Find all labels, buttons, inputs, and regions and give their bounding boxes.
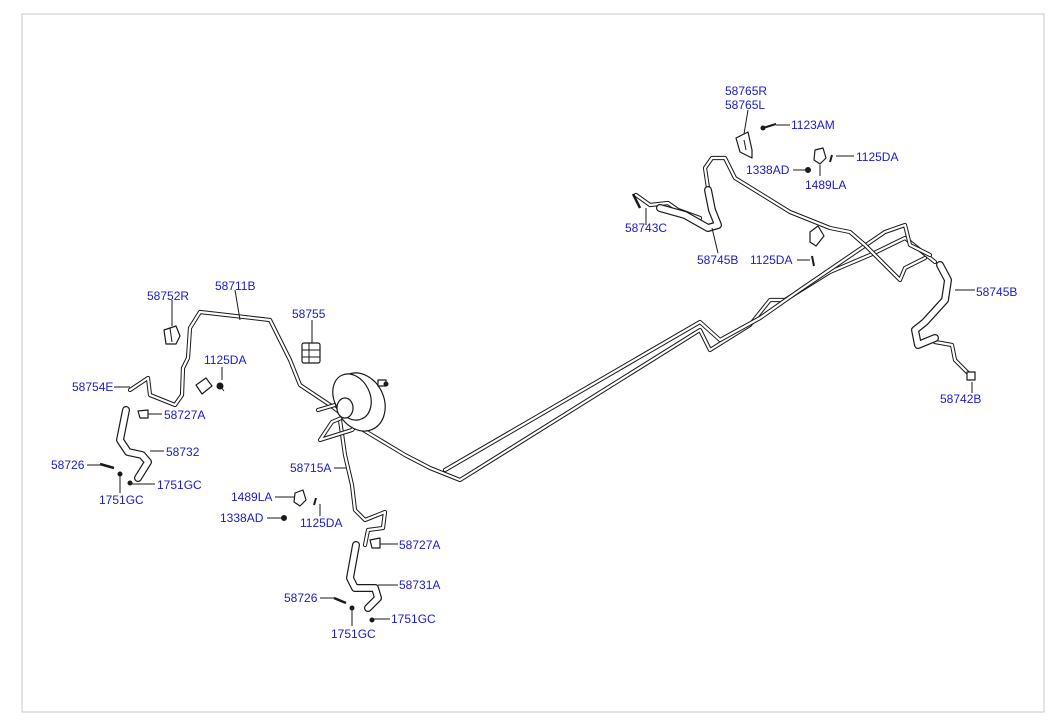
label-58715a: 58715A	[290, 461, 331, 475]
label-58765l: 58765L	[725, 98, 765, 112]
brake-pipes	[127, 155, 973, 548]
leader-lines	[87, 109, 975, 626]
components	[99, 123, 976, 623]
label-58727a-right: 58727A	[399, 538, 440, 552]
label-1338ad-bottom: 1338AD	[220, 511, 264, 525]
fitting-58742b	[966, 371, 976, 381]
main-brake-pipe	[352, 235, 938, 483]
label-1751gc-c: 1751GC	[391, 612, 436, 626]
label-58743c: 58743C	[625, 221, 667, 235]
clip-1489la-top	[805, 147, 833, 173]
label-1338ad-top: 1338AD	[746, 163, 790, 177]
brake-hoses	[116, 186, 952, 612]
label-1125da-left: 1125DA	[204, 353, 246, 367]
washer-1751gc-a	[117, 471, 123, 477]
washer-1751gc-b	[127, 480, 133, 486]
label-1123am: 1123AM	[791, 118, 835, 132]
label-58752r: 58752R	[147, 289, 189, 303]
label-58754e: 58754E	[72, 380, 113, 394]
fitting-58743c	[631, 193, 642, 209]
clip-58727a-left	[137, 409, 149, 419]
diagram-frame	[21, 13, 1045, 713]
label-1489la-bottom: 1489LA	[231, 490, 272, 504]
pipe-clip-58752r	[163, 325, 181, 345]
washer-1751gc-d	[369, 617, 375, 623]
clip-58727a-right	[369, 537, 381, 549]
label-58727a-left: 58727A	[164, 408, 205, 422]
label-1751gc-a: 1751GC	[157, 478, 202, 492]
label-58732: 58732	[166, 445, 200, 459]
clip-bracket-left	[195, 377, 225, 395]
label-58742b: 58742B	[940, 392, 981, 406]
clip-1489la-bottom	[281, 489, 317, 521]
part-labels: 58765R 58765L 1123AM 1338AD 1125DA 1489L…	[51, 84, 1017, 641]
label-58726-right: 58726	[284, 591, 318, 605]
label-1125da-top: 1125DA	[856, 150, 898, 164]
label-58745b-right: 58745B	[976, 285, 1017, 299]
brake-booster	[332, 372, 389, 432]
label-1125da-bottom: 1125DA	[300, 516, 342, 530]
label-58765r: 58765R	[725, 84, 767, 98]
bolt-1123am	[760, 123, 777, 131]
label-58726-left: 58726	[51, 458, 85, 472]
label-58745b-left: 58745B	[697, 253, 738, 267]
label-1751gc-d: 1751GC	[331, 627, 376, 641]
label-58711b: 58711B	[215, 279, 255, 293]
proportioning-valve	[301, 342, 321, 364]
label-1125da-mid: 1125DA	[750, 253, 792, 267]
washer-1751gc-c	[349, 605, 355, 611]
bracket-58765	[735, 131, 753, 159]
label-58731a: 58731A	[399, 578, 440, 592]
bolt-58726-right	[333, 596, 347, 605]
label-1751gc-b: 1751GC	[99, 493, 144, 507]
bolt-58726-left	[99, 462, 115, 470]
clip-1125da-mid	[809, 225, 825, 267]
label-58755: 58755	[292, 307, 326, 321]
label-1489la-top: 1489LA	[805, 178, 846, 192]
